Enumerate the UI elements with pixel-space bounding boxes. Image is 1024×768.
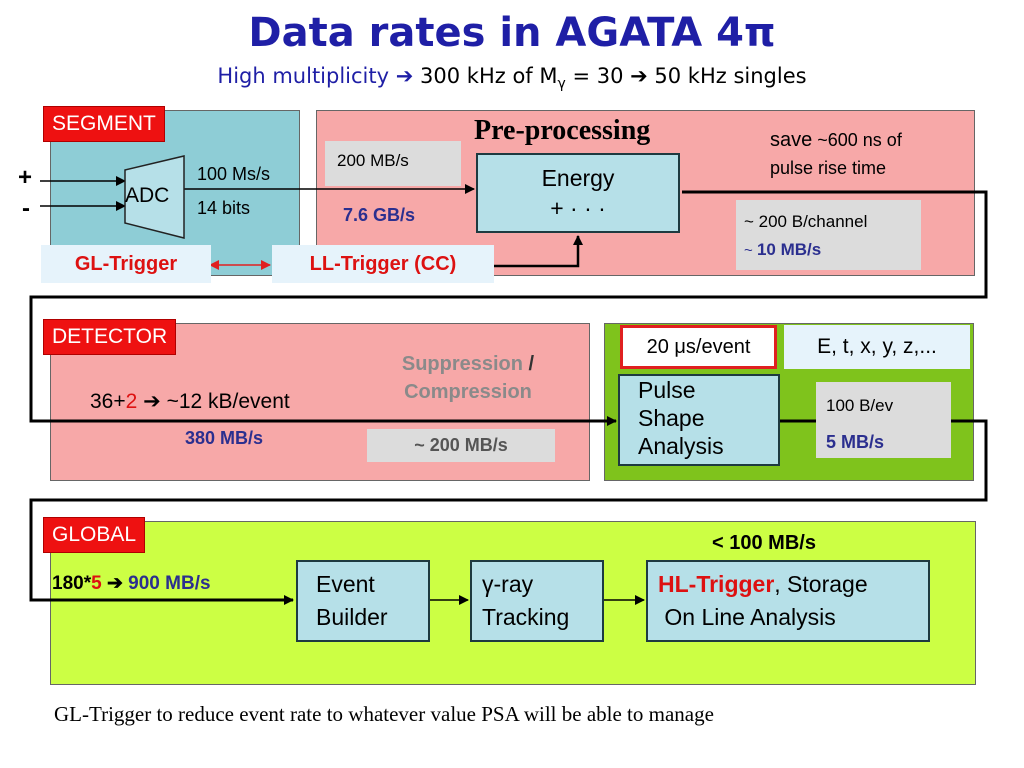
input-a: 180*	[52, 573, 92, 594]
global-input-rate: 180*5 ➔ 900 MB/s	[52, 572, 211, 595]
title-pi: π	[743, 10, 776, 56]
psa-line1: Pulse	[638, 377, 696, 403]
input-c: 900 MB/s	[128, 573, 211, 594]
arrow-icon: ➔	[137, 390, 167, 413]
channels-b: 2	[125, 390, 138, 413]
tracking-gamma: γ	[482, 571, 494, 597]
subtitle-mid1: 300 kHz of M	[413, 64, 558, 88]
global-limit: < 100 MB/s	[712, 532, 816, 554]
title-text: Data rates in AGATA 4	[248, 10, 744, 56]
save-line2: pulse rise time	[770, 158, 887, 178]
subtitle-tail: 50 kHz singles	[647, 64, 807, 88]
compression-text: Compression	[404, 381, 532, 403]
energy-box: Energy + · · ·	[476, 153, 680, 233]
subtitle-mid2: = 30	[565, 64, 631, 88]
psa-params-box: E, t, x, y, z,...	[784, 325, 970, 369]
slash-text: /	[523, 353, 535, 375]
psa-time-box: 20 μs/event	[620, 325, 777, 369]
preproc-input-rate: 200 MB/s	[325, 141, 461, 186]
psa-time-b: s/event	[685, 336, 751, 358]
event-line1: Event	[316, 571, 375, 597]
energy-line2: + · · ·	[550, 195, 606, 221]
psa-rate: 5 MB/s	[826, 432, 885, 452]
segment-label: SEGMENT	[43, 106, 165, 142]
subtitle-gamma: γ	[557, 76, 566, 93]
save-rest: ~600 ns of	[812, 130, 902, 150]
detector-label: DETECTOR	[43, 319, 177, 355]
preproc-output-rate: 10 MB/s	[756, 240, 822, 259]
input-b: 5	[91, 573, 102, 594]
psa-output-box: 100 B/ev 5 MB/s	[816, 382, 951, 458]
footnote: GL-Trigger to reduce event rate to whate…	[54, 702, 714, 726]
event-size: ~12 kB/event	[166, 390, 290, 413]
online-analysis-text: On Line Analysis	[664, 604, 836, 630]
tracking-ray: -ray	[493, 571, 534, 597]
adc-label: ADC	[125, 184, 170, 207]
arrow-icon: ➔	[101, 573, 129, 594]
suppression-text: Suppression	[401, 353, 523, 375]
ll-trigger-box: LL-Trigger (CC)	[272, 245, 494, 283]
raw-data-rate: 7.6 GB/s	[343, 205, 416, 225]
slide-subtitle: High multiplicity ➔ 300 kHz of Mγ = 30 ➔…	[0, 64, 1024, 92]
psa-line2: Shape	[638, 405, 705, 431]
psa-mu: μ	[674, 336, 686, 358]
detector-channels: 36+2 ➔ ~12 kB/event	[90, 389, 290, 414]
psa-to-global-line	[29, 419, 988, 605]
save-word: save	[770, 129, 813, 151]
arrow-icon: ➔	[395, 64, 414, 88]
psa-time-a: 20	[646, 336, 675, 358]
preproc-output-box: ~ 200 B/channel ~ 10 MB/s	[736, 200, 921, 270]
compressed-rate: ~ 200 MB/s	[414, 435, 508, 455]
compressed-rate-box: ~ 200 MB/s	[367, 429, 555, 462]
trigger-to-energy-line	[494, 235, 583, 268]
subtitle-lead: High multiplicity	[217, 64, 390, 88]
energy-line1: Energy	[541, 165, 615, 191]
arrow-icon: ➔	[630, 64, 648, 88]
storage-text: , Storage	[774, 571, 868, 597]
channels-a: 36+	[90, 390, 126, 413]
gl-trigger-box: GL-Trigger	[41, 245, 211, 283]
global-label: GLOBAL	[43, 517, 146, 553]
event-line2: Builder	[316, 604, 388, 630]
minus-terminal: -	[22, 195, 30, 222]
hl-trigger-text: HL-Trigger	[658, 571, 775, 597]
detector-rate: 380 MB/s	[185, 428, 264, 448]
sample-rate: 100 Ms/s	[197, 164, 271, 184]
plus-terminal: +	[18, 164, 33, 191]
preprocessing-title: Pre-processing	[474, 115, 651, 146]
psa-event-size: 100 B/ev	[826, 396, 894, 415]
slide-title: Data rates in AGATA 4π	[0, 10, 1024, 56]
hl-trigger-box: HL-Trigger, Storage On Line Analysis	[646, 560, 930, 642]
adc-shape	[124, 155, 185, 239]
suppression-compression: Suppression / Compression	[368, 350, 568, 406]
save-note: save ~600 ns of pulse rise time	[770, 126, 902, 182]
tilde-sign: ~	[744, 242, 757, 259]
tracking-line2: Tracking	[482, 604, 570, 630]
preproc-to-detector-line	[29, 190, 988, 426]
adc-bits: 14 bits	[197, 198, 251, 218]
psa-line3: Analysis	[638, 433, 724, 459]
per-channel-size: ~ 200 B/channel	[744, 212, 868, 231]
